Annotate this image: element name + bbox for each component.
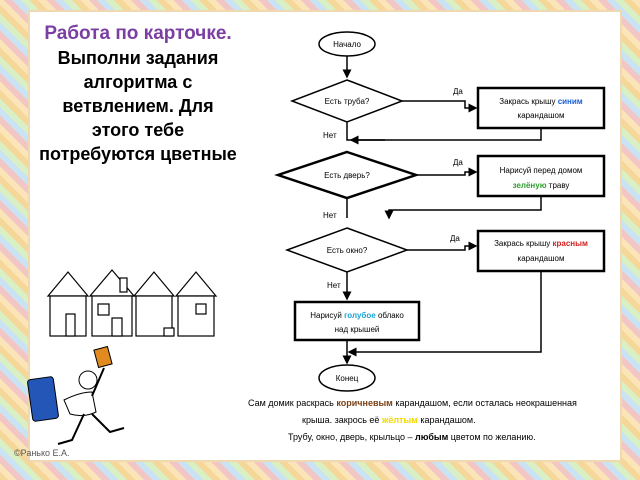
action-1-line2: карандашом: [518, 111, 565, 120]
end-label: Конец: [336, 374, 359, 383]
start-label: Начало: [333, 40, 361, 49]
action-4-line1: Нарисуй голубое облако: [310, 311, 404, 320]
action-3-box: [476, 229, 606, 273]
decision-2-label: Есть дверь?: [324, 171, 370, 180]
yes-label-3: Да: [450, 234, 460, 243]
action-4-box: [293, 300, 421, 342]
action-2-line2: зелёную траву: [513, 181, 570, 190]
action-2-box: [476, 154, 606, 198]
house-3: [132, 271, 176, 337]
yes-label-1: Да: [453, 87, 463, 96]
action-3-line2: карандашом: [518, 254, 565, 263]
end-terminal: [318, 364, 376, 392]
copyright: ©Ранько Е.А.: [14, 448, 70, 458]
no-label-3: Нет: [327, 281, 341, 290]
no-label-2: Нет: [323, 211, 337, 220]
instructions-body: Выполни задания алгоритма с ветвлением. …: [39, 48, 237, 164]
action-4-line2: над крышей: [335, 325, 380, 334]
no-label-1: Нет: [323, 131, 337, 140]
houses-illustration: [46, 269, 218, 337]
decision-1-label: Есть труба?: [325, 97, 370, 106]
flowchart: [274, 31, 606, 392]
decision-3-label: Есть окно?: [327, 246, 368, 255]
yes-label-2: Да: [453, 158, 463, 167]
footer-line-2: крыша. закрось её жёлтым карандашом.: [302, 415, 476, 425]
running-boy-illustration: [27, 345, 125, 445]
house-1: [46, 271, 90, 337]
action-3-line1: Закрась крышу красным: [494, 239, 588, 248]
house-4: [174, 271, 218, 337]
instructions-panel: Работа по карточке. Выполни задания алго…: [38, 22, 238, 252]
action-2-line1: Нарисуй перед домом: [500, 166, 583, 175]
footer-line-3: Трубу, окно, дверь, крыльцо – любым цвет…: [288, 432, 536, 442]
instructions-title: Работа по карточке.: [44, 23, 232, 44]
action-1-line1: Закрась крышу синим: [499, 97, 583, 106]
action-1-box: [476, 86, 606, 130]
footer-line-1: Сам домик раскрась коричневым карандашом…: [248, 398, 577, 408]
house-2: [88, 269, 136, 337]
